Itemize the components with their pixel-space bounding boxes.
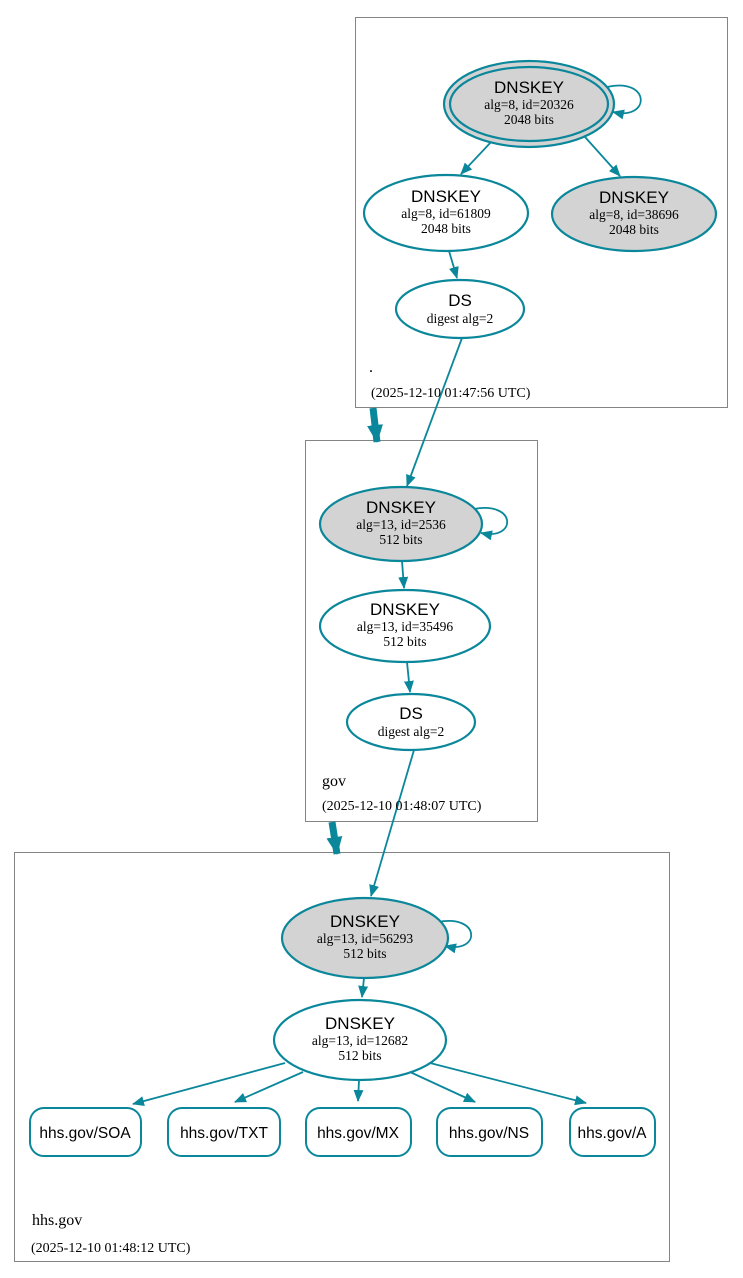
node-dnskey-38696: DNSKEY alg=8, id=38696 2048 bits bbox=[550, 175, 718, 253]
node-rrset-hhs-gov-soa: hhs.gov/SOA bbox=[29, 1107, 142, 1157]
node-detail: alg=8, id=20326 bbox=[484, 97, 574, 112]
zone-label-gov: gov bbox=[322, 773, 346, 790]
edge-root-ksk-selfsign bbox=[606, 84, 642, 120]
node-rrset-txt-box bbox=[167, 1107, 281, 1157]
node-detail: 512 bits bbox=[338, 1048, 381, 1063]
node-detail: digest alg=2 bbox=[427, 311, 493, 326]
edge-zsk-61809-to-root-ds bbox=[448, 250, 459, 279]
edge-delegation-root-to-gov bbox=[367, 407, 383, 443]
node-rrset-soa-box bbox=[29, 1107, 142, 1157]
node-title: DNSKEY bbox=[330, 912, 400, 931]
edge-gov-ksk-selfsign bbox=[473, 507, 509, 541]
node-detail: alg=8, id=61809 bbox=[401, 206, 491, 221]
node-dnskey-20326-outer-ellipse bbox=[442, 59, 616, 149]
node-detail: alg=13, id=12682 bbox=[312, 1033, 408, 1048]
node-ds-gov: DS digest alg=2 bbox=[345, 692, 477, 752]
node-detail: 2048 bits bbox=[609, 222, 659, 237]
node-title: DNSKEY bbox=[494, 78, 564, 97]
node-detail: 2048 bits bbox=[421, 221, 471, 236]
node-rrset-hhs-gov-txt: hhs.gov/TXT bbox=[167, 1107, 281, 1157]
edge-zsk-12682-to-rrset-ns bbox=[409, 1071, 476, 1103]
node-detail: alg=8, id=38696 bbox=[589, 207, 679, 222]
node-detail: digest alg=2 bbox=[378, 724, 444, 739]
node-rrset-ns-box bbox=[436, 1107, 543, 1157]
rrset-label: hhs.gov/NS bbox=[449, 1125, 529, 1142]
node-rrset-hhs-gov-ns: hhs.gov/NS bbox=[436, 1107, 543, 1157]
rrset-label: hhs.gov/SOA bbox=[39, 1125, 131, 1142]
edge-hhs-ksk-to-zsk-12682 bbox=[358, 977, 369, 998]
zone-label-hhs-gov: hhs.gov bbox=[32, 1212, 82, 1229]
node-rrset-hhs-gov-a: hhs.gov/A bbox=[569, 1107, 656, 1157]
edge-hhs-ksk-selfsign bbox=[437, 920, 473, 954]
node-ds-root: DS digest alg=2 bbox=[394, 278, 526, 340]
node-detail: 512 bits bbox=[343, 946, 386, 961]
node-rrset-hhs-gov-mx: hhs.gov/MX bbox=[305, 1107, 412, 1157]
rrset-label: hhs.gov/TXT bbox=[180, 1125, 268, 1142]
edge-root-ksk-to-ksk-38696 bbox=[584, 136, 621, 177]
rrset-label: hhs.gov/A bbox=[578, 1125, 648, 1142]
node-title: DNSKEY bbox=[599, 188, 669, 207]
node-dnskey-56293: DNSKEY alg=13, id=56293 512 bits bbox=[280, 896, 450, 980]
node-dnskey-38696-ellipse bbox=[550, 175, 718, 253]
zone-box-gov bbox=[305, 440, 538, 822]
zone-timestamp-root: (2025-12-10 01:47:56 UTC) bbox=[371, 386, 531, 401]
node-dnskey-61809: DNSKEY alg=8, id=61809 2048 bits bbox=[362, 173, 530, 253]
node-dnskey-12682-ellipse bbox=[272, 998, 448, 1082]
node-detail: 2048 bits bbox=[504, 112, 554, 127]
node-dnskey-2536: DNSKEY alg=13, id=2536 512 bits bbox=[318, 485, 484, 563]
node-detail: alg=13, id=56293 bbox=[317, 931, 413, 946]
node-detail: 512 bits bbox=[379, 532, 422, 547]
node-dnskey-20326: DNSKEY alg=8, id=20326 2048 bits bbox=[442, 59, 616, 149]
node-title: DNSKEY bbox=[325, 1014, 395, 1033]
node-title: DNSKEY bbox=[411, 187, 481, 206]
zone-label-root: . bbox=[369, 359, 373, 376]
node-title: DS bbox=[399, 704, 423, 723]
node-dnskey-2536-ellipse bbox=[318, 485, 484, 563]
node-rrset-mx-box bbox=[305, 1107, 412, 1157]
edge-gov-ksk-to-zsk-35496 bbox=[398, 560, 409, 589]
node-dnskey-61809-ellipse bbox=[362, 173, 530, 253]
zone-box-root bbox=[355, 17, 728, 408]
node-dnskey-35496: DNSKEY alg=13, id=35496 512 bits bbox=[318, 588, 492, 664]
zone-timestamp-gov: (2025-12-10 01:48:07 UTC) bbox=[322, 799, 482, 814]
node-dnskey-12682: DNSKEY alg=13, id=12682 512 bits bbox=[272, 998, 448, 1082]
edge-delegation-gov-to-hhs bbox=[326, 821, 343, 855]
edge-zsk-35496-to-gov-ds bbox=[403, 661, 414, 693]
node-rrset-a-box bbox=[569, 1107, 656, 1157]
node-detail: 512 bits bbox=[383, 634, 426, 649]
node-ds-root-ellipse bbox=[394, 278, 526, 340]
edge-root-ksk-to-zsk-61809 bbox=[460, 140, 493, 175]
edge-root-ds-to-gov-ksk bbox=[406, 337, 463, 487]
edge-zsk-12682-to-rrset-soa bbox=[132, 1062, 286, 1106]
zone-timestamp-hhs-gov: (2025-12-10 01:48:12 UTC) bbox=[31, 1241, 191, 1256]
node-dnskey-56293-ellipse bbox=[280, 896, 450, 980]
node-detail: alg=13, id=2536 bbox=[356, 517, 446, 532]
node-title: DS bbox=[448, 291, 472, 310]
node-dnskey-20326-inner-ellipse bbox=[448, 65, 610, 143]
rrset-label: hhs.gov/MX bbox=[317, 1125, 400, 1142]
node-title: DNSKEY bbox=[370, 600, 440, 619]
edge-gov-ds-to-hhs-ksk bbox=[369, 749, 415, 897]
node-dnskey-35496-ellipse bbox=[318, 588, 492, 664]
edge-zsk-12682-to-rrset-txt bbox=[234, 1071, 304, 1103]
node-title: DNSKEY bbox=[366, 498, 436, 517]
node-ds-gov-ellipse bbox=[345, 692, 477, 752]
edge-zsk-12682-to-rrset-a bbox=[429, 1062, 587, 1106]
node-detail: alg=13, id=35496 bbox=[357, 619, 453, 634]
edge-zsk-12682-to-rrset-mx bbox=[353, 1079, 364, 1102]
